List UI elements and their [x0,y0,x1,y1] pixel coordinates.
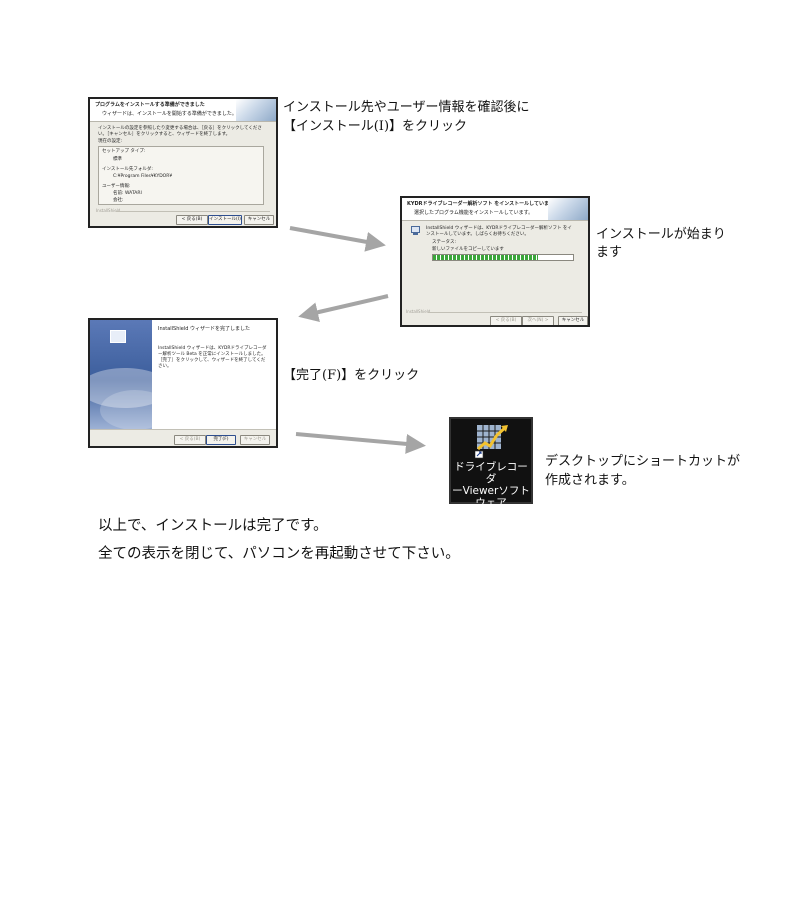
install-folder-label: インストール先フォルダ: [102,167,153,172]
closing-line1: 以上で、インストールは完了です。 [98,518,328,534]
status-label: ステータス: [432,240,457,245]
arrow-step1-to-step2 [289,226,386,252]
dialog-subtitle: ウィザードは、インストールを開始する準備ができました。 [102,111,237,117]
step4-caption-line1: デスクトップにショートカットが [545,454,741,469]
complete-message: InstallShield ウィザードは、KYDRドライブレコーダー解析ツール … [158,346,267,369]
dialog-intro: インストールの設定を参照したり変更する場合は、［戻る］をクリックしてください。［… [98,126,262,137]
step1-caption-line2: 【インストール(I)】をクリック [283,119,468,134]
computer-icon [110,330,126,343]
dialog-header: プログラムをインストールする準備ができました ウィザードは、インストールを開始す… [90,99,276,122]
arrow-step2-to-step3 [298,294,389,323]
installer-computer-icon [411,226,420,235]
dialog-header: KYDRドライブレコーダー解析ソフト をインストールしています 選択したプログラ… [402,198,588,221]
header-graphic [236,99,276,121]
setup-type-value: 標準 [113,157,122,162]
dialog-subtitle: 選択したプログラム機能をインストールしています。 [414,210,534,216]
user-name: 名前: WATARI [113,191,142,196]
install-complete-dialog: InstallShield ウィザードを完了しました InstallShield… [88,318,278,448]
step4-caption-line2: 作成されます。 [545,473,635,488]
installshield-brand: InstallShield [96,208,121,213]
back-button[interactable]: < 戻る(B) [490,316,522,325]
install-progress-bar [432,254,574,261]
back-button[interactable]: < 戻る(B) [176,215,208,225]
chart-shortcut-icon [475,425,508,459]
installing-dialog: KYDRドライブレコーダー解析ソフト をインストールしています 選択したプログラ… [400,196,590,327]
wizard-side-graphic [90,320,152,430]
divider [428,312,582,313]
step3-caption: 【完了(F)】をクリック [283,368,420,383]
status-value: 新しいファイルをコピーしています [432,247,504,252]
arrow-step3-to-step4 [295,432,426,454]
company-label: 会社: [113,198,124,203]
shortcut-label: ドライブレコーダ ーViewerソフト ウェア [452,461,530,509]
installing-message: InstallShield ウィザードは、KYDRドライブレコーダー解析ソフト … [426,226,572,237]
user-info-label: ユーザー情報: [102,184,131,189]
step2-caption-line1: インストールが始まり [596,227,726,242]
install-button[interactable]: インストール(I) [208,215,242,225]
cancel-button[interactable]: キャンセル [244,215,274,225]
ready-to-install-dialog: プログラムをインストールする準備ができました ウィザードは、インストールを開始す… [88,97,278,228]
step1-caption-line1: インストール先やユーザー情報を確認後に [283,100,530,115]
cancel-button[interactable]: キャンセル [558,316,588,325]
dialog-title: InstallShield ウィザードを完了しました [158,326,251,332]
back-button[interactable]: < 戻る(B) [174,435,206,445]
dialog-title: プログラムをインストールする準備ができました [95,102,205,108]
desktop-shortcut-icon[interactable]: ドライブレコーダ ーViewerソフト ウェア [449,417,533,509]
install-folder-value: C:¥Program Files¥KYDOR¥ [113,174,173,179]
closing-line2: 全ての表示を閉じて、パソコンを再起動させて下さい。 [98,546,460,562]
header-graphic [548,198,588,220]
dialog-title: KYDRドライブレコーダー解析ソフト をインストールしています [407,201,554,207]
divider [116,211,270,212]
settings-box: セットアップ タイプ: 標準 インストール先フォルダ: C:¥Program F… [98,146,264,205]
installshield-brand: InstallShield [406,309,431,314]
setup-type-label: セットアップ タイプ: [102,149,146,154]
next-button[interactable]: 次へ(N) > [522,316,554,325]
current-settings-label: 現在の設定: [98,139,123,144]
step2-caption-line2: ます [596,245,623,260]
cancel-button[interactable]: キャンセル [240,435,270,445]
progress-fill [433,255,538,260]
finish-button[interactable]: 完了(F) [206,435,236,445]
